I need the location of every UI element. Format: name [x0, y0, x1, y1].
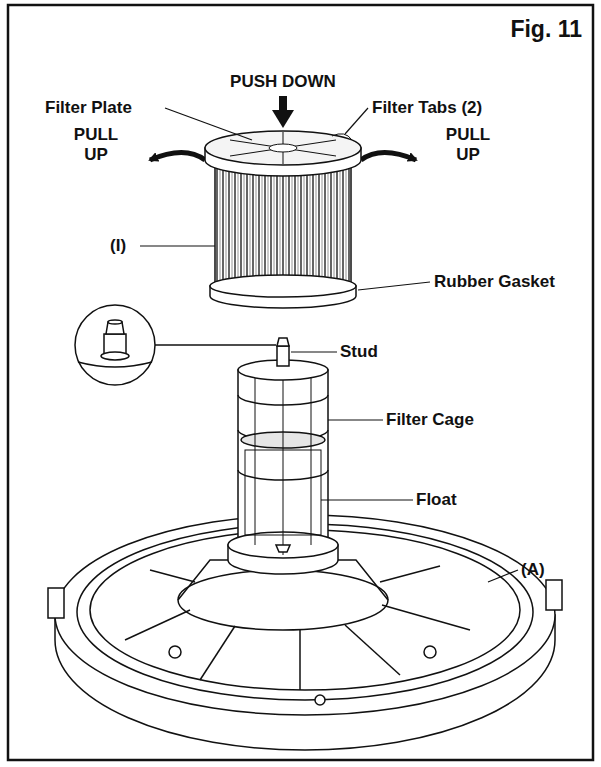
pull-arrow [361, 153, 416, 161]
action-label: PULL UP [438, 125, 498, 165]
filter-cage [228, 338, 338, 574]
part-label: Stud [340, 342, 410, 362]
leader-line [140, 108, 518, 582]
pull-arrow [150, 153, 205, 161]
lid-base [48, 515, 562, 750]
figure-title: Fig. 11 [470, 16, 582, 43]
filter-cartridge [205, 131, 361, 308]
figure-frame [8, 5, 593, 760]
part-label: Float [416, 490, 496, 510]
part-label: Filter Plate [45, 98, 170, 118]
action-label: PUSH DOWN [203, 72, 363, 92]
part-label: Filter Tabs (2) [372, 98, 522, 118]
action-label: PULL UP [66, 125, 126, 165]
push-arrow [272, 96, 294, 128]
part-label: Rubber Gasket [434, 272, 584, 292]
part-label: Filter Cage [386, 410, 526, 430]
callout-letter: (A) [521, 560, 571, 580]
callout-letter: (I) [110, 236, 150, 256]
